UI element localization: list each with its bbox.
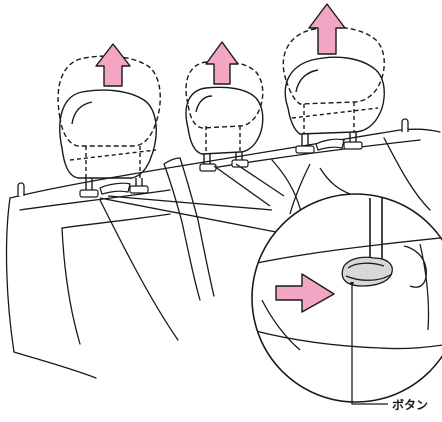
center-headrest xyxy=(186,42,263,171)
left-lift-arrow-icon xyxy=(96,44,130,86)
left-headrest xyxy=(58,44,160,197)
right-headrest xyxy=(283,4,384,153)
center-lift-arrow-icon xyxy=(206,42,238,84)
magnified-inset xyxy=(252,194,442,404)
button-callout-label: ボタン xyxy=(392,398,428,412)
